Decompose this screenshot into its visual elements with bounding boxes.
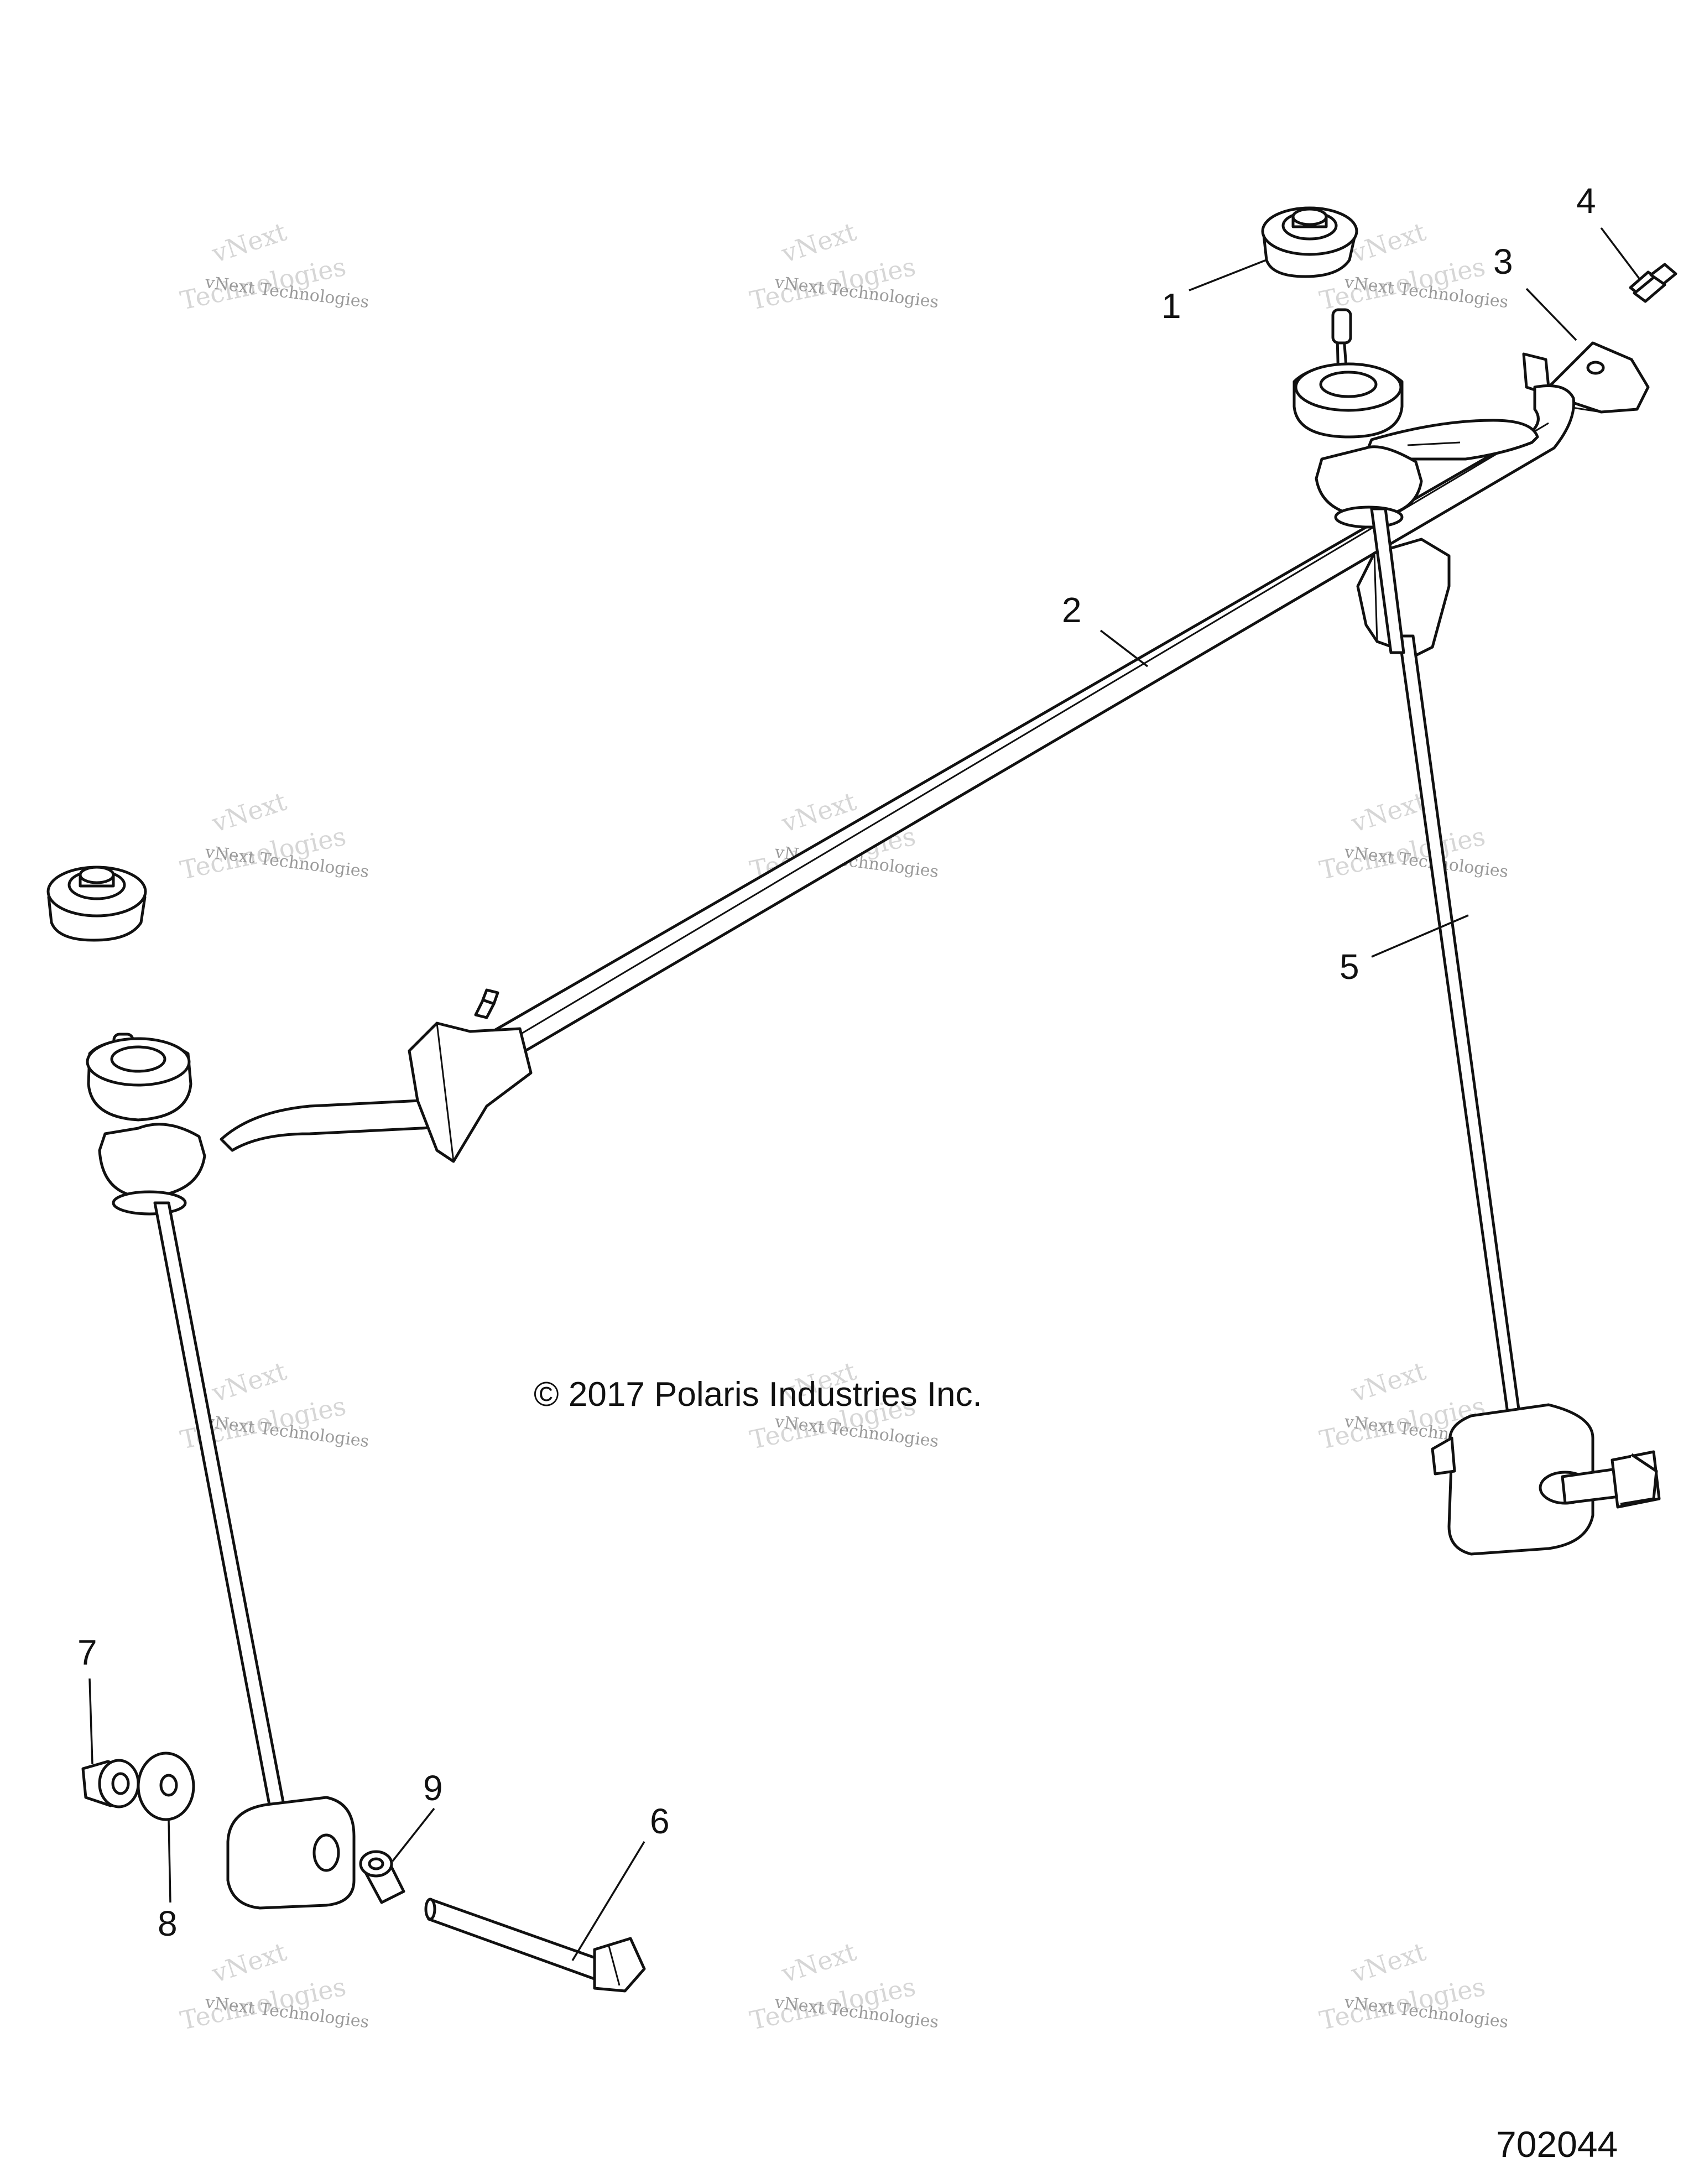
- callout-numbers: 1 2 3 4 5 6 7 8 9: [77, 181, 1596, 1943]
- watermark-vnext: vNext: [208, 216, 290, 268]
- callout-2: 2: [1062, 590, 1082, 630]
- leader-1: [1189, 259, 1267, 291]
- watermark: vNext Technologies vNext Technologies: [178, 786, 370, 885]
- leader-lines: [88, 227, 1641, 1961]
- callout-6: 6: [650, 1801, 670, 1841]
- watermark: vNext Technologies vNext Technologies: [747, 1936, 940, 2035]
- leader-3: [1525, 288, 1577, 341]
- callout-7: 7: [77, 1633, 97, 1672]
- leader-5: [1371, 914, 1469, 958]
- spacer: [359, 1850, 405, 1904]
- callout-5: 5: [1340, 947, 1359, 987]
- leader-9: [392, 1807, 435, 1862]
- end-link-rod-left: [153, 1201, 289, 1829]
- end-link-left-upper-joint: [86, 1033, 206, 1216]
- bushing-cap-upper: [1261, 206, 1358, 278]
- grease-fitting-upper: [1629, 263, 1677, 303]
- callout-8: 8: [158, 1904, 178, 1943]
- leader-7: [88, 1678, 93, 1765]
- watermark-vnext: vNext: [1347, 1356, 1430, 1408]
- leader-4: [1600, 227, 1641, 280]
- end-link-right-lower: [1431, 1403, 1661, 1556]
- leader-8: [168, 1819, 171, 1903]
- callout-9: 9: [423, 1768, 443, 1808]
- watermark-vnext: vNext: [778, 216, 860, 268]
- watermark: vNext Technologies vNext Technologies: [747, 216, 940, 315]
- stabilizer-bar: [220, 384, 1576, 1163]
- watermark-vnext: vNext: [1347, 786, 1430, 838]
- callout-4: 4: [1576, 181, 1596, 221]
- end-link-left-lower: [226, 1796, 356, 1910]
- watermark-vnext: vNext: [208, 786, 290, 838]
- watermark: vNext Technologies vNext Technologies: [1317, 786, 1509, 885]
- callout-3: 3: [1493, 242, 1513, 282]
- watermark-vnext: vNext: [208, 1936, 290, 1988]
- drawing-number: 702044: [1496, 2124, 1618, 2165]
- watermark-vnext: vNext: [778, 1936, 860, 1988]
- end-link-rod-right: [1370, 507, 1528, 1470]
- leader-2: [1099, 629, 1149, 668]
- flange-nut: [81, 1759, 140, 1808]
- watermark-vnext: vNext: [208, 1356, 290, 1408]
- watermark: vNext Technologies vNext Technologies: [178, 216, 370, 315]
- washer: [137, 1752, 195, 1821]
- watermark-vnext: vNext: [1347, 216, 1430, 268]
- callout-1: 1: [1161, 286, 1181, 326]
- leader-6: [571, 1841, 645, 1961]
- watermark: vNext Technologies vNext Technologies: [178, 1936, 370, 2035]
- end-link-right-upper-joint: [1293, 308, 1423, 529]
- parts: [46, 206, 1677, 1993]
- bushing-cap-left: [46, 866, 147, 942]
- copyright-notice: © 2017 Polaris Industries Inc.: [534, 1375, 982, 1414]
- bolt: [424, 1898, 646, 1993]
- watermark: vNext Technologies vNext Technologies: [1317, 1936, 1509, 2035]
- watermark-vnext: vNext: [1347, 1936, 1430, 1988]
